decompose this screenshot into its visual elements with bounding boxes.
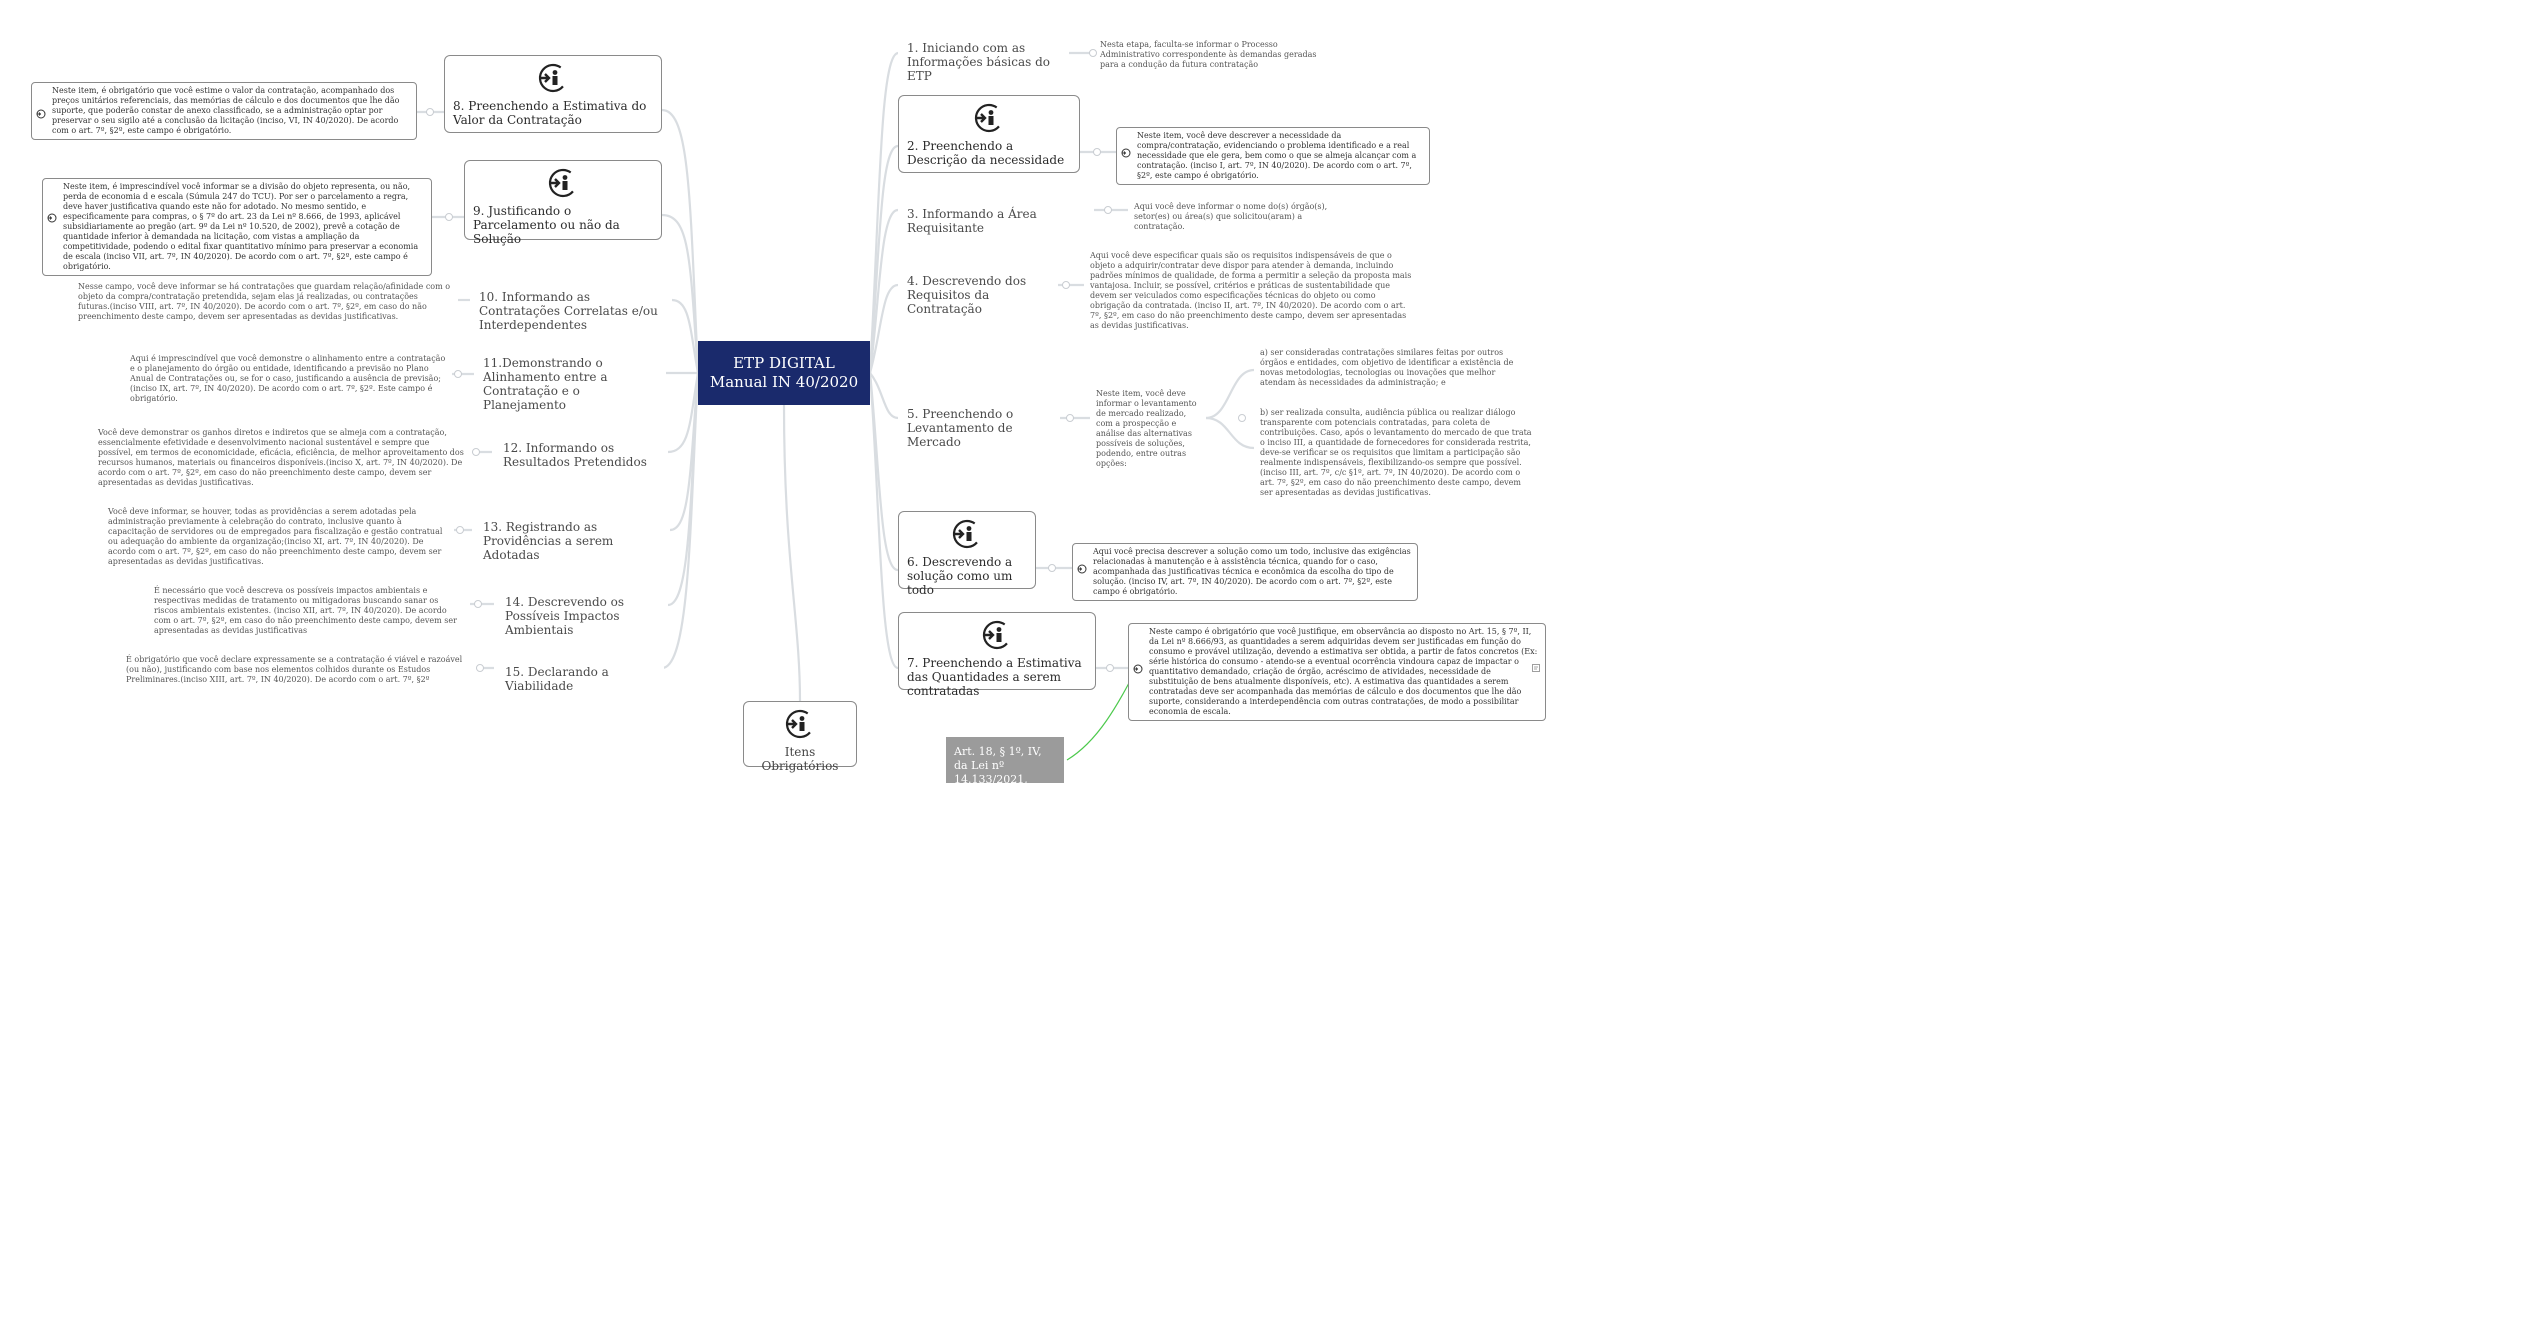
note-text: Você deve informar, se houver, todas as … [108,507,443,566]
topic-label: 7. Preenchendo a Estimativa das Quantida… [907,656,1082,698]
topic-label: 3. Informando a Área Requisitante [907,207,1037,235]
note-text: b) ser realizada consulta, audiência púb… [1260,408,1532,497]
note-text: Aqui você deve informar o nome do(s) órg… [1134,202,1328,231]
topic-label: 11.Demonstrando o Alinhamento entre a Co… [483,356,608,412]
topic-label: 6. Descrevendo a solução como um todo [907,555,1013,597]
topic-12-resultados-pretendidos[interactable]: 12. Informando os Resultados Pretendidos [494,436,668,474]
topic-label: 4. Descrevendo dos Requisitos da Contrat… [907,274,1027,316]
topic-label: 12. Informando os Resultados Pretendidos [503,441,647,469]
mandatory-item-icon [982,620,1012,650]
note-topic-8[interactable]: Neste item, é obrigatório que você estim… [31,82,417,140]
note-topic-5-option-a[interactable]: a) ser consideradas contratações similar… [1254,345,1526,391]
mandatory-item-icon [952,519,982,549]
note-topic-5[interactable]: Neste item, você deve informar o levanta… [1090,386,1206,472]
topic-4-requisitos-contratacao[interactable]: 4. Descrevendo dos Requisitos da Contrat… [898,269,1058,321]
topic-7-estimativa-quantidades[interactable]: 7. Preenchendo a Estimativa das Quantida… [898,612,1096,698]
connector-dot [1062,281,1070,289]
note-text: É necessário que você descreva os possív… [154,586,457,635]
note-topic-2[interactable]: Neste item, você deve descrever a necess… [1116,127,1430,185]
topic-11-alinhamento-planejamento[interactable]: 11.Demonstrando o Alinhamento entre a Co… [474,351,666,417]
topic-label: 1. Iniciando com as Informações básicas … [907,41,1051,83]
topic-2-descricao-necessidade[interactable]: 2. Preenchendo a Descrição da necessidad… [898,95,1080,173]
connector-dot [1066,414,1074,422]
topic-label: 2. Preenchendo a Descrição da necessidad… [907,139,1065,167]
mandatory-tip-icon [1133,664,1143,674]
connector-lines [416,51,1255,761]
note-text: É obrigatório que você declare expressam… [126,655,463,684]
note-text: Aqui você deve especificar quais são os … [1090,251,1412,330]
note-topic-9[interactable]: Neste item, é imprescindível você inform… [42,178,432,276]
note-topic-7[interactable]: Neste campo é obrigatório que você justi… [1128,623,1546,721]
note-topic-5-option-b[interactable]: b) ser realizada consulta, audiência púb… [1254,405,1542,501]
connector-dot [1093,148,1101,156]
topic-14-impactos-ambientais[interactable]: 14. Descrevendo os Possíveis Impactos Am… [496,590,668,642]
legend-label: Itens Obrigatórios [761,745,839,773]
mandatory-item-icon [538,63,568,93]
mandatory-item-icon [548,168,578,198]
topic-13-providencias-adotadas[interactable]: 13. Registrando as Providências a serem … [474,515,670,567]
topic-label: 13. Registrando as Providências a serem … [483,520,614,562]
topic-label: 14. Descrevendo os Possíveis Impactos Am… [505,595,625,637]
topic-15-viabilidade[interactable]: 15. Declarando a Viabilidade [496,660,664,698]
connector-dot [1238,414,1246,422]
note-marker-icon[interactable] [1532,664,1540,672]
topic-label: 15. Declarando a Viabilidade [505,665,609,693]
topic-5-levantamento-mercado[interactable]: 5. Preenchendo o Levantamento de Mercado [898,402,1060,454]
connector-dot [1104,206,1112,214]
topic-label: 9. Justificando o Parcelamento ou não da… [473,204,620,246]
note-topic-15[interactable]: É obrigatório que você declare expressam… [120,652,476,688]
note-text: Você deve demonstrar os ganhos diretos e… [98,428,464,487]
topic-label: 8. Preenchendo a Estimativa do Valor da … [453,99,647,127]
connector-dot [1048,564,1056,572]
connector-dot [474,600,482,608]
note-text: Neste item, é imprescindível você inform… [63,182,419,271]
legal-reference-callout[interactable]: Art. 18, § 1º, IV, da Lei nº 14.133/2021… [946,737,1064,786]
note-topic-3[interactable]: Aqui você deve informar o nome do(s) órg… [1128,199,1358,235]
note-text: Neste campo é obrigatório que você justi… [1149,627,1538,716]
topic-10-contratacoes-correlatas[interactable]: 10. Informando as Contratações Correlata… [470,285,672,337]
mandatory-tip-icon [47,213,57,223]
topic-3-area-requisitante[interactable]: 3. Informando a Área Requisitante [898,202,1094,240]
connector-dot [1089,49,1097,57]
note-text: a) ser consideradas contratações similar… [1260,348,1514,387]
connector-dot [472,448,480,456]
note-topic-11[interactable]: Aqui é imprescindível que você demonstre… [124,351,452,407]
note-text: Nesse campo, você deve informar se há co… [78,282,451,321]
mandatory-tip-icon [36,109,46,119]
connector-dot [1106,664,1114,672]
mandatory-tip-icon [1077,564,1087,574]
connector-dot [454,370,462,378]
reference-text: Art. 18, § 1º, IV, da Lei nº 14.133/2021… [954,745,1042,786]
note-text: Neste item, você deve descrever a necess… [1137,131,1417,180]
topic-label: 5. Preenchendo o Levantamento de Mercado [907,407,1014,449]
note-topic-14[interactable]: É necessário que você descreva os possív… [148,583,470,639]
note-text: Aqui você precisa descrever a solução co… [1093,547,1411,596]
topic-1-informacoes-basicas[interactable]: 1. Iniciando com as Informações básicas … [898,36,1068,88]
note-topic-4[interactable]: Aqui você deve especificar quais são os … [1084,248,1418,334]
topic-6-solucao-como-um-todo[interactable]: 6. Descrevendo a solução como um todo [898,511,1036,597]
connector-dot [456,526,464,534]
mandatory-item-icon [785,709,815,739]
note-topic-1[interactable]: Nesta etapa, faculta-se informar o Proce… [1094,37,1330,73]
topic-8-estimativa-valor[interactable]: 8. Preenchendo a Estimativa do Valor da … [444,55,662,133]
topic-9-parcelamento-solucao[interactable]: 9. Justificando o Parcelamento ou não da… [464,160,662,246]
note-topic-10[interactable]: Nesse campo, você deve informar se há co… [72,279,458,325]
central-topic[interactable]: ETP DIGITAL Manual IN 40/2020 [698,341,870,405]
note-text: Neste item, você deve informar o levanta… [1096,389,1197,468]
note-topic-12[interactable]: Você deve demonstrar os ganhos diretos e… [92,425,472,491]
note-text: Nesta etapa, faculta-se informar o Proce… [1100,40,1317,69]
note-topic-13[interactable]: Você deve informar, se houver, todas as … [102,504,454,570]
note-text: Aqui é imprescindível que você demonstre… [130,354,446,403]
connector-dot [426,108,434,116]
central-subtitle: Manual IN 40/2020 [709,373,859,391]
mandatory-item-icon [974,103,1004,133]
legend-mandatory-items[interactable]: Itens Obrigatórios [743,701,857,773]
note-topic-6[interactable]: Aqui você precisa descrever a solução co… [1072,543,1418,601]
connector-dot [445,213,453,221]
central-title: ETP DIGITAL [733,354,835,372]
topic-label: 10. Informando as Contratações Correlata… [479,290,658,332]
connector-dot [476,664,484,672]
mandatory-tip-icon [1121,148,1131,158]
note-text: Neste item, é obrigatório que você estim… [52,86,400,135]
